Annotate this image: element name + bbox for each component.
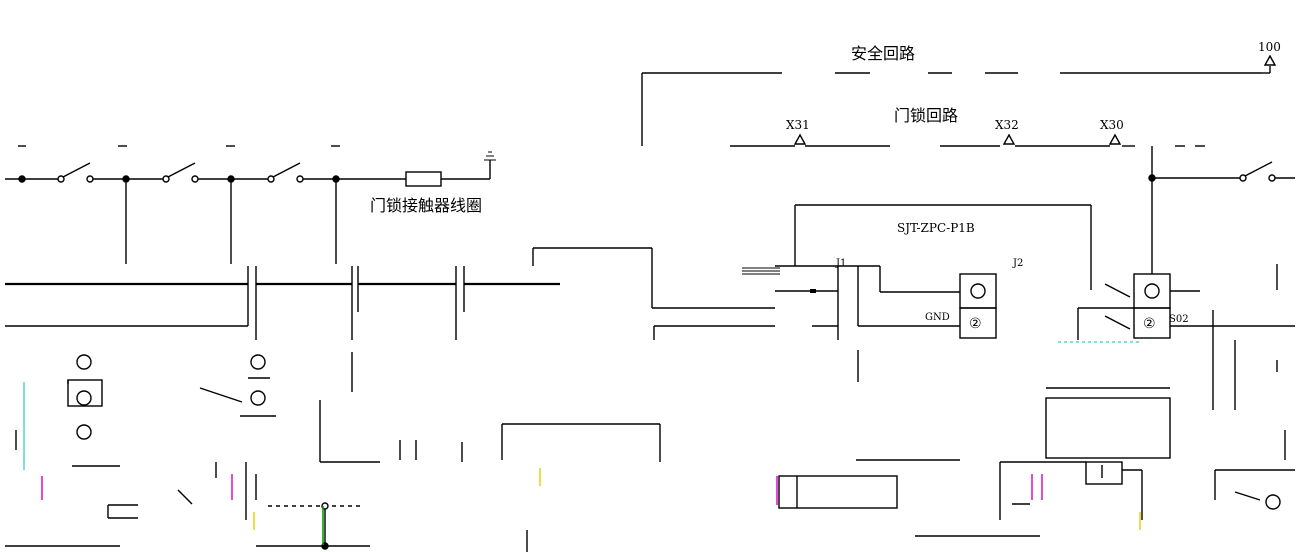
terminal-x31-label: X31 [786, 118, 810, 132]
s02-pin-2-label: ② [1143, 316, 1156, 332]
terminal-100-label: 100 [1258, 40, 1281, 54]
accent-strokes [23, 341, 1141, 545]
board-pin-2-label: ② [969, 316, 982, 332]
lower-middle [778, 459, 1040, 537]
terminal-x30-label: X30 [1100, 118, 1124, 132]
x32-marker [1002, 133, 1016, 145]
x30-marker [1108, 133, 1122, 145]
x31-marker [793, 133, 807, 145]
j2-label: J2 [1013, 258, 1024, 269]
switch-chain [5, 145, 496, 187]
terminal-x32-label: X32 [995, 118, 1019, 132]
s02-label: S02 [1169, 314, 1189, 325]
j1-label: J1 [836, 258, 847, 269]
terminal-100-marker [1263, 54, 1277, 66]
board-model-label: SJT-ZPC-P1B [897, 221, 975, 235]
lower-left-terminals [5, 352, 661, 552]
left-bus-block [5, 247, 780, 340]
door-lock-loop-label: 门锁回路 [894, 106, 959, 125]
contactor-coil-label: 门锁接触器线圈 [370, 196, 483, 215]
chain-droplines [125, 179, 337, 264]
control-board [775, 204, 1134, 382]
safety-loop-label: 安全回路 [851, 44, 916, 63]
gnd-label: GND [925, 312, 950, 323]
right-section [999, 146, 1295, 520]
safety-loop-lines [641, 66, 1271, 146]
